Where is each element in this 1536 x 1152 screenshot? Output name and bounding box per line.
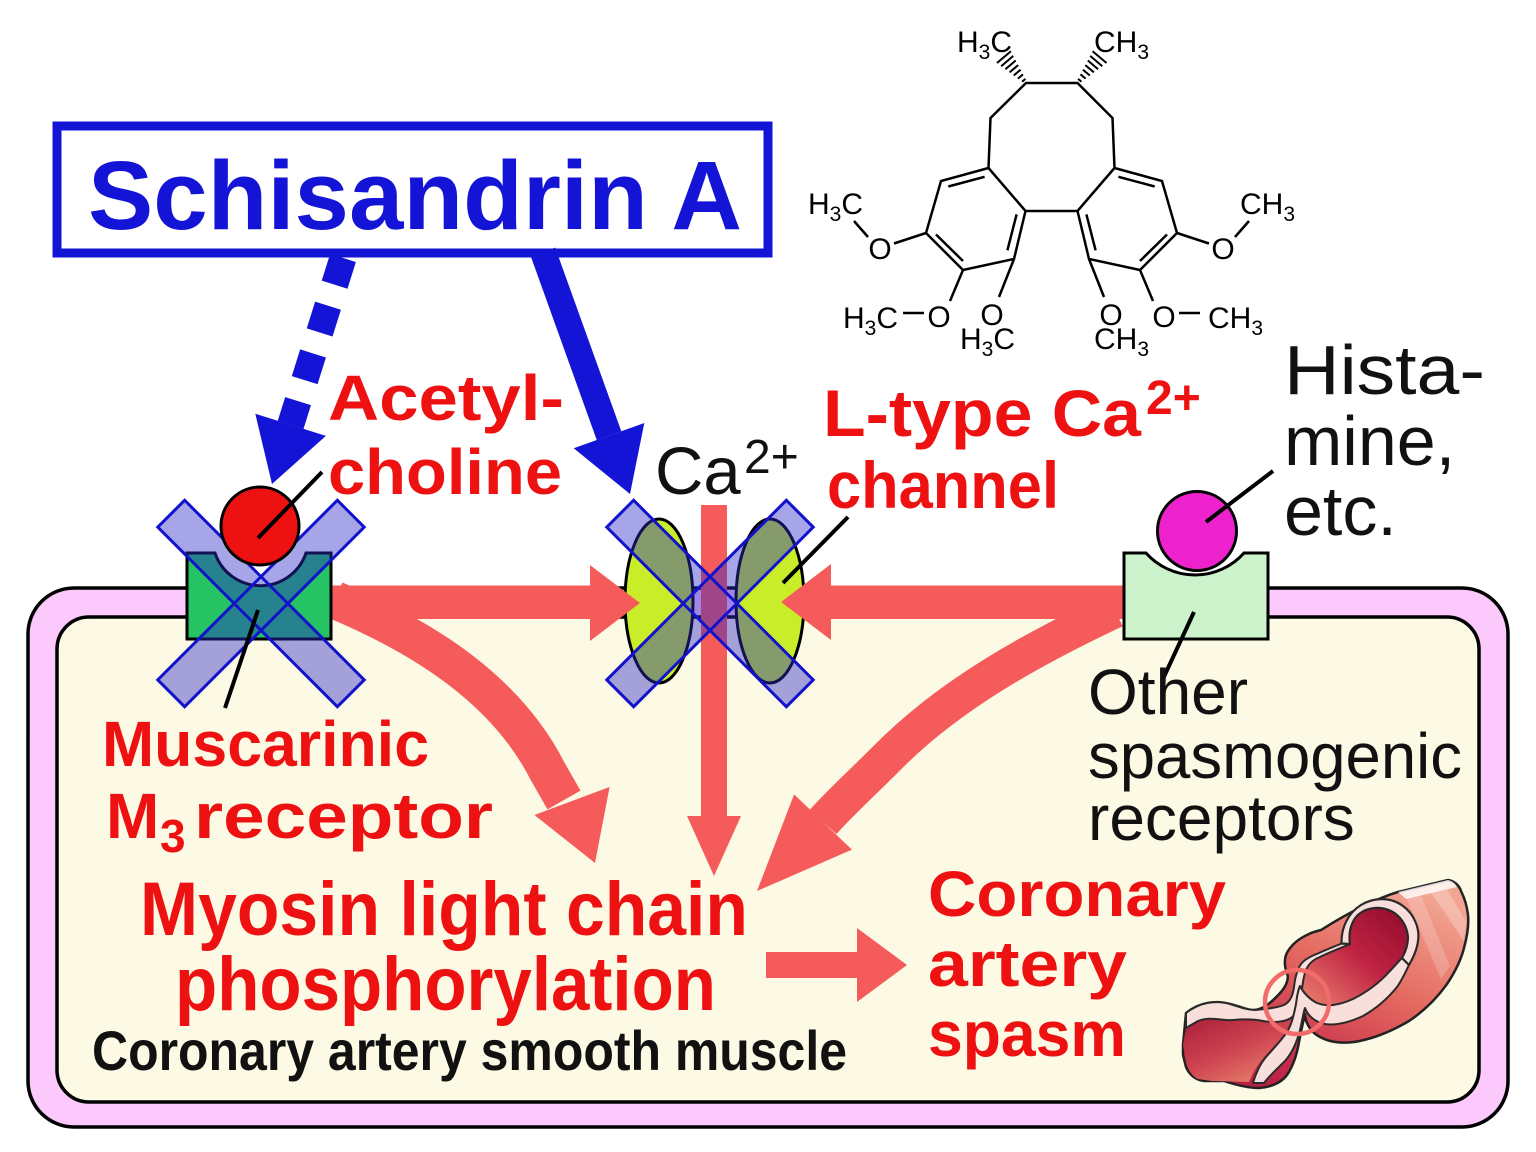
svg-text:2+: 2+: [744, 431, 799, 484]
svg-text:artery: artery: [928, 928, 1127, 1000]
svg-text:receptor: receptor: [194, 780, 493, 852]
svg-text:L-type Ca: L-type Ca: [823, 376, 1142, 450]
svg-text:Myosin light chain: Myosin light chain: [140, 867, 748, 952]
svg-text:O: O: [927, 301, 950, 334]
svg-text:O: O: [1152, 301, 1175, 334]
svg-text:Ca: Ca: [655, 434, 741, 509]
svg-text:O: O: [1099, 299, 1122, 332]
svg-text:O: O: [868, 233, 891, 266]
svg-text:mine,: mine,: [1284, 402, 1455, 480]
svg-text:phosphorylation: phosphorylation: [175, 942, 716, 1027]
svg-text:O: O: [980, 299, 1003, 332]
svg-text:receptors: receptors: [1088, 782, 1355, 854]
svg-text:Schisandrin A: Schisandrin A: [88, 141, 742, 250]
svg-text:H3C: H3C: [957, 26, 1012, 64]
svg-text:channel: channel: [827, 448, 1059, 522]
svg-text:choline: choline: [328, 436, 562, 508]
svg-text:spasmogenic: spasmogenic: [1088, 720, 1462, 792]
svg-text:etc.: etc.: [1284, 472, 1397, 550]
svg-text:Muscarinic: Muscarinic: [102, 708, 429, 780]
svg-text:Coronary: Coronary: [928, 858, 1226, 930]
svg-text:O: O: [1211, 233, 1234, 266]
svg-text:Acetyl-: Acetyl-: [328, 362, 564, 434]
svg-text:Coronary artery smooth muscle: Coronary artery smooth muscle: [92, 1019, 847, 1082]
svg-text:Hista-: Hista-: [1284, 331, 1485, 409]
svg-text:Other: Other: [1088, 656, 1248, 728]
svg-text:3: 3: [160, 810, 186, 862]
svg-text:spasm: spasm: [928, 998, 1126, 1070]
svg-text:M: M: [106, 780, 159, 852]
svg-text:2+: 2+: [1146, 372, 1201, 425]
svg-text:H3C: H3C: [960, 323, 1015, 361]
